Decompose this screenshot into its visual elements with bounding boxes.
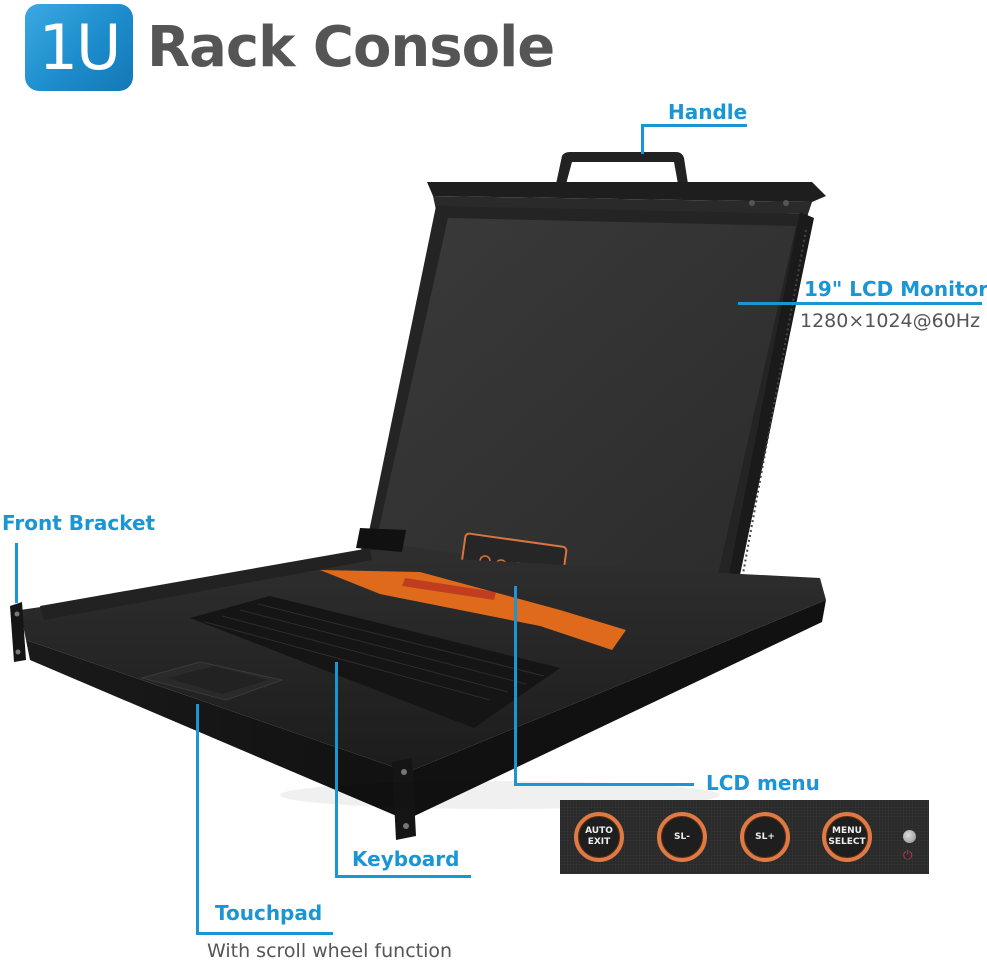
sl-plus-button[interactable]: SL+ [740, 812, 790, 862]
sl-minus-button[interactable]: SL- [657, 812, 707, 862]
button-text: SL+ [755, 831, 775, 842]
badge-text: 1U [38, 11, 122, 84]
button-text: SL- [674, 831, 690, 842]
monitor-callout-line [738, 302, 982, 305]
front-bracket-right [392, 758, 416, 840]
touchpad-callout-line [196, 932, 333, 935]
page-title: Rack Console [147, 15, 555, 80]
button-text: EXIT [587, 837, 611, 847]
button-text: AUTO [585, 826, 613, 836]
handle-shape [556, 152, 688, 184]
touchpad-description: With scroll wheel function [207, 940, 453, 962]
front-bracket-left [10, 602, 26, 662]
keyboard-callout-leader [335, 662, 338, 878]
handle-label: Handle [668, 100, 748, 124]
button-text: MENU [832, 826, 862, 836]
lcd-menu-callout-line [514, 783, 694, 786]
power-icon: ⏻ [903, 848, 913, 862]
1u-badge: 1U [25, 4, 133, 91]
monitor-resolution: 1280×1024@60Hz [800, 310, 981, 332]
lcd-screen [376, 218, 796, 592]
power-led-icon [903, 830, 916, 843]
keyboard-label: Keyboard [352, 847, 460, 871]
touchpad-label: Touchpad [215, 901, 323, 925]
lcd-menu-callout-leader [514, 586, 517, 786]
front-bracket-callout-line [15, 543, 18, 603]
keyboard-callout-line [335, 875, 471, 878]
handle-callout-line [641, 124, 747, 127]
monitor-label: 19" LCD Monitor [804, 277, 987, 301]
front-bracket-label: Front Bracket [2, 511, 156, 535]
handle-callout-leader [641, 124, 644, 154]
touchpad-callout-leader [196, 704, 199, 935]
lcd-menu-label: LCD menu [706, 771, 820, 795]
button-text: SELECT [828, 837, 866, 847]
keyboard-shape [190, 596, 560, 728]
